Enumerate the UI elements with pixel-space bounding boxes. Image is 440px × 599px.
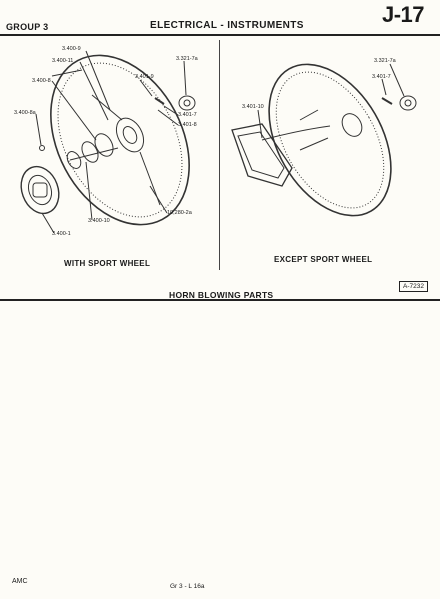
part-number: 3.400-11 — [52, 58, 74, 64]
part-number: 3.400-8 — [32, 78, 51, 84]
header-rule — [0, 34, 440, 36]
footer-page-ref: Gr 3 - L 16a — [170, 583, 205, 590]
part-number: 3.321-7a — [374, 58, 396, 64]
part-number: 3.400-8a — [14, 110, 36, 116]
steering-wheel-illustration — [20, 50, 417, 234]
caption-except-sport-wheel: EXCEPT SPORT WHEEL — [274, 255, 373, 264]
part-number: 10,280-2a — [167, 210, 192, 216]
part-number: 3.401-10 — [242, 104, 264, 110]
section-title: ELECTRICAL - INSTRUMENTS — [150, 20, 304, 31]
part-number: 3.401-9 — [135, 74, 154, 80]
standard-wheel-drawing — [231, 63, 417, 217]
figure-divider — [219, 40, 220, 270]
part-number: 3.401-8 — [178, 122, 197, 128]
figure-title: HORN BLOWING PARTS — [169, 290, 274, 300]
footer-brand: AMC — [12, 578, 28, 585]
part-number: 3.321-7a — [176, 56, 198, 62]
caption-with-sport-wheel: WITH SPORT WHEEL — [64, 259, 151, 268]
sport-wheel-drawing — [20, 50, 196, 234]
part-number: 3.400-9 — [62, 46, 81, 52]
group-label: GROUP 3 — [6, 22, 49, 32]
part-number: 3.401-7 — [372, 74, 391, 80]
figure-reference: A-7232 — [399, 281, 428, 292]
page-code: J-17 — [382, 2, 425, 27]
part-number: 3.400-1 — [52, 231, 71, 237]
part-number: 3.400-10 — [88, 218, 110, 224]
part-number: 3.401-7 — [178, 112, 197, 118]
figure-rule — [0, 299, 440, 301]
